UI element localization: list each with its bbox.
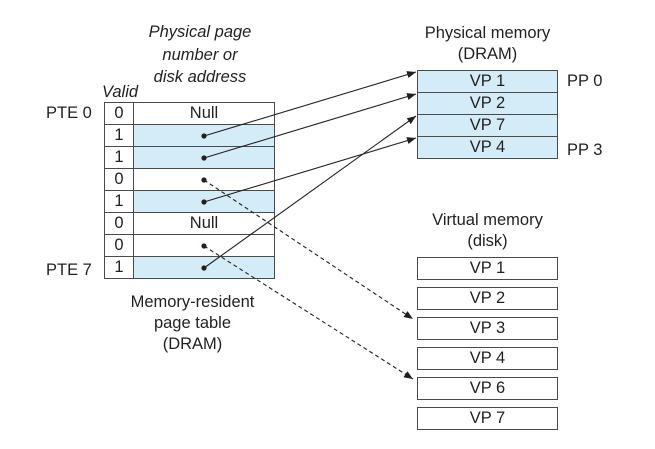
virtual-memory-title-line1: Virtual memory bbox=[432, 211, 543, 229]
pp-0-label: PP 0 bbox=[567, 72, 603, 90]
pte-7-label: PTE 7 bbox=[46, 261, 92, 279]
page-table-caption-line2: page table bbox=[153, 314, 232, 332]
valid-header: Valid bbox=[101, 83, 139, 101]
ppn-header-line3: disk address bbox=[153, 68, 247, 86]
memory-pointer-arrow bbox=[203, 93, 417, 159]
pte-0-label: PTE 0 bbox=[46, 104, 92, 122]
disk-page: VP 1 bbox=[417, 257, 558, 280]
virtual-memory-title-line2: (disk) bbox=[467, 232, 508, 250]
disk-page: VP 4 bbox=[417, 347, 558, 370]
disk-page: VP 6 bbox=[417, 377, 558, 400]
memory-pointer-arrow bbox=[203, 71, 417, 137]
physical-memory-title-line1: Physical memory bbox=[424, 24, 551, 42]
page-table-caption-line3: (DRAM) bbox=[162, 335, 223, 353]
ppn-header-line2: number or bbox=[162, 46, 238, 64]
disk-pointer-arrow bbox=[203, 245, 414, 380]
memory-pointer-arrow bbox=[203, 137, 417, 203]
disk-page: VP 7 bbox=[417, 407, 558, 430]
memory-pointer-arrow bbox=[203, 115, 417, 269]
disk-pointer-arrow bbox=[203, 179, 414, 320]
physical-memory-title-line2: (DRAM) bbox=[457, 45, 518, 63]
physical-page: VP 4 bbox=[417, 136, 558, 159]
pp-3-label: PP 3 bbox=[567, 141, 603, 159]
ppn-header-line1: Physical page bbox=[148, 23, 252, 41]
disk-page: VP 3 bbox=[417, 317, 558, 340]
physical-page: VP 1 bbox=[417, 70, 558, 93]
page-table-caption-line1: Memory-resident bbox=[130, 293, 255, 311]
disk-page: VP 2 bbox=[417, 287, 558, 310]
